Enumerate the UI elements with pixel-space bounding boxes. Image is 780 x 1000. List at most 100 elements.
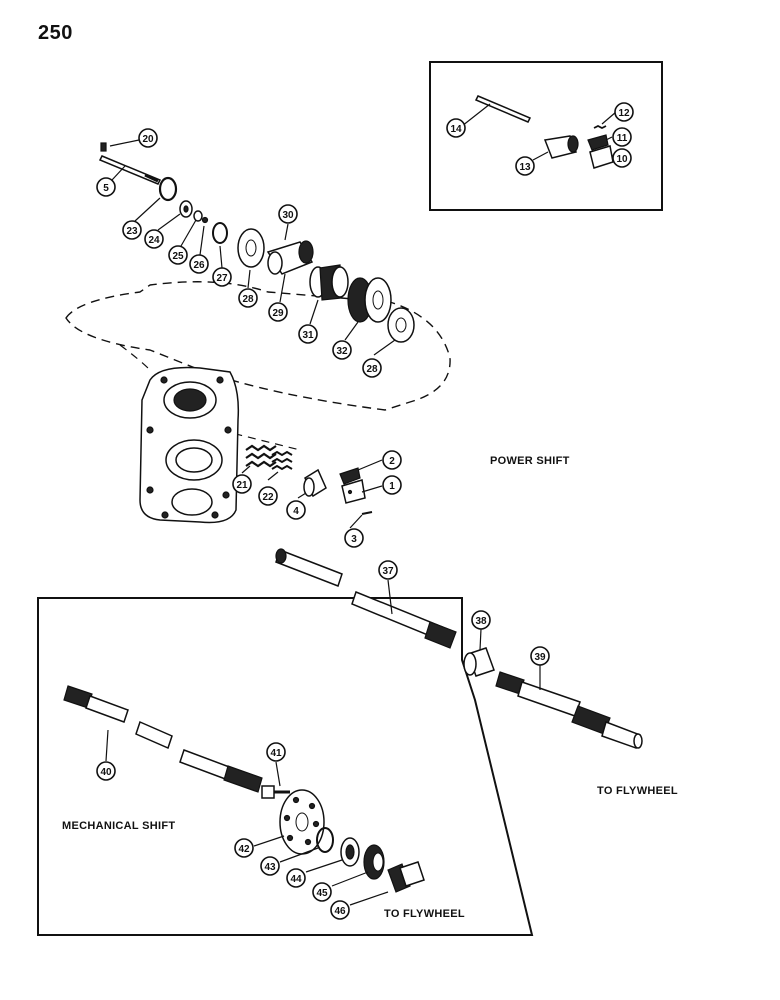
svg-text:10: 10 <box>616 154 628 165</box>
callout-11: 11 <box>612 127 632 147</box>
callout-14: 14 <box>446 118 466 138</box>
callout-28a: 28 <box>238 288 258 308</box>
callout-46: 46 <box>330 900 350 920</box>
svg-text:24: 24 <box>148 235 160 246</box>
svg-text:31: 31 <box>302 330 314 341</box>
svg-text:14: 14 <box>450 124 462 135</box>
part-13-plug <box>543 135 579 159</box>
callout-22: 22 <box>258 486 278 506</box>
callout-31: 31 <box>298 324 318 344</box>
svg-text:32: 32 <box>336 346 348 357</box>
part-20-set-screw <box>100 142 107 152</box>
part-22-spring <box>271 450 293 471</box>
svg-text:28: 28 <box>366 364 378 375</box>
callout-4: 4 <box>286 500 306 520</box>
part-2-detent <box>339 467 361 485</box>
svg-text:12: 12 <box>618 108 630 119</box>
part-44-seal <box>340 837 360 867</box>
callout-29: 29 <box>268 302 288 322</box>
svg-text:25: 25 <box>172 251 184 262</box>
part-31-needle-bearing <box>309 264 349 301</box>
callout-13: 13 <box>515 156 535 176</box>
part-43-snap-ring <box>316 827 334 853</box>
part-24-washer <box>179 200 193 218</box>
svg-text:30: 30 <box>282 210 294 221</box>
callout-39: 39 <box>530 646 550 666</box>
svg-text:22: 22 <box>262 492 274 503</box>
part-3-pin <box>361 511 373 515</box>
svg-text:21: 21 <box>236 480 248 491</box>
part-38-coupling <box>463 647 495 677</box>
svg-text:20: 20 <box>142 134 154 145</box>
callout-30: 30 <box>278 204 298 224</box>
power-shift-caption: POWER SHIFT <box>490 455 570 467</box>
part-45-bearing <box>363 844 385 880</box>
svg-text:2: 2 <box>389 456 395 467</box>
svg-text:40: 40 <box>100 767 112 778</box>
callout-28b: 28 <box>362 358 382 378</box>
callout-43: 43 <box>260 856 280 876</box>
part-14-rod <box>474 95 532 123</box>
callout-40: 40 <box>96 761 116 781</box>
part-37-shaft <box>275 548 457 649</box>
callout-38: 38 <box>471 610 491 630</box>
callout-12: 12 <box>614 102 634 122</box>
svg-text:27: 27 <box>216 273 228 284</box>
svg-text:26: 26 <box>193 260 205 271</box>
svg-text:39: 39 <box>534 652 546 663</box>
callout-10: 10 <box>612 148 632 168</box>
callout-25: 25 <box>168 245 188 265</box>
part-5-shift-rod <box>98 155 162 185</box>
part-11-detent <box>587 134 609 151</box>
callout-2: 2 <box>382 450 402 470</box>
part-23-snap-ring <box>158 176 178 202</box>
part-21-spring <box>245 444 277 468</box>
callout-23: 23 <box>122 220 142 240</box>
to-flywheel-main-caption: TO FLYWHEEL <box>597 785 678 797</box>
callout-5: 5 <box>96 177 116 197</box>
part-28-thrust-washer-b <box>387 307 415 343</box>
callout-32: 32 <box>332 340 352 360</box>
svg-text:23: 23 <box>126 226 138 237</box>
part-29-sleeve <box>266 240 314 275</box>
callout-20: 20 <box>138 128 158 148</box>
callout-1: 1 <box>382 475 402 495</box>
callout-44: 44 <box>286 868 306 888</box>
part-46-hub <box>387 861 425 893</box>
svg-text:41: 41 <box>270 748 282 759</box>
svg-text:42: 42 <box>238 844 250 855</box>
mechanical-shift-caption: MECHANICAL SHIFT <box>62 820 176 832</box>
callout-27: 27 <box>212 267 232 287</box>
svg-text:1: 1 <box>389 481 395 492</box>
mechanical-shift-frame <box>37 597 534 936</box>
callout-41: 41 <box>266 742 286 762</box>
part-27-snap-ring <box>212 222 228 244</box>
svg-text:45: 45 <box>316 888 328 899</box>
svg-text:13: 13 <box>519 162 531 173</box>
part-10-plate <box>589 145 614 169</box>
part-32-gear <box>347 277 392 323</box>
callout-42: 42 <box>234 838 254 858</box>
part-28-thrust-washer-a <box>237 228 265 268</box>
housing-dashed-outline <box>65 281 451 411</box>
leader-lines <box>105 103 617 906</box>
part-4-plug <box>303 468 327 498</box>
callout-24: 24 <box>144 229 164 249</box>
housing-casting <box>139 366 240 524</box>
svg-text:44: 44 <box>290 874 302 885</box>
to-flywheel-inset-caption: TO FLYWHEEL <box>384 908 465 920</box>
svg-text:5: 5 <box>103 183 109 194</box>
svg-text:11: 11 <box>617 133 628 144</box>
part-41-bolt <box>261 785 290 799</box>
svg-text:37: 37 <box>382 566 394 577</box>
inset-frame-top <box>429 61 663 211</box>
svg-text:4: 4 <box>293 506 299 517</box>
svg-text:46: 46 <box>334 906 346 917</box>
part-1-plate <box>341 479 366 504</box>
part-39-shaft <box>495 671 643 749</box>
part-25-washer <box>193 210 203 222</box>
svg-text:28: 28 <box>242 294 254 305</box>
svg-text:3: 3 <box>351 534 357 545</box>
callout-45: 45 <box>312 882 332 902</box>
